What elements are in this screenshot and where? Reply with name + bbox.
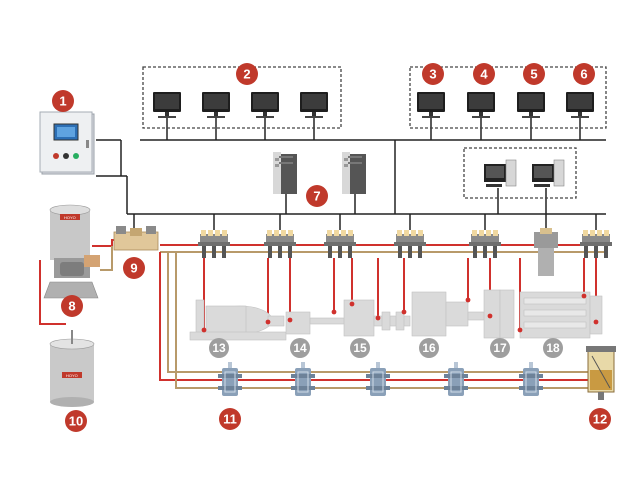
badge-15: 15	[350, 338, 370, 358]
badge-3: 3	[422, 63, 444, 85]
badge-16: 16	[419, 338, 439, 358]
monitor-icon	[467, 92, 495, 118]
monitor-group-right-box	[409, 66, 607, 129]
badge-9: 9	[123, 257, 145, 279]
badge-5: 5	[523, 63, 545, 85]
server-tower-icon	[273, 152, 297, 194]
monitor-icon	[566, 92, 594, 118]
badge-13: 13	[209, 338, 229, 358]
badge-10: 10	[65, 410, 87, 432]
svg-text:12: 12	[593, 412, 607, 427]
badge-6: 6	[573, 63, 595, 85]
monitor-icon	[202, 92, 230, 118]
svg-text:HOYO: HOYO	[64, 215, 76, 220]
svg-text:1: 1	[59, 94, 66, 109]
progressive-distributor-icon	[264, 230, 296, 258]
oil-tank-icon	[586, 346, 616, 400]
progressive-distributor-icon	[469, 230, 501, 258]
svg-text:6: 6	[580, 67, 587, 82]
badge-2: 2	[236, 63, 258, 85]
svg-text:13: 13	[212, 341, 226, 355]
workstation-group-box	[463, 147, 577, 199]
progressive-distributor-icon	[394, 230, 426, 258]
lube-points	[201, 293, 599, 333]
svg-text:7: 7	[313, 189, 320, 204]
svg-text:11: 11	[223, 412, 237, 427]
svg-text:5: 5	[530, 67, 537, 82]
svg-text:4: 4	[480, 67, 488, 82]
server-tower-icon	[342, 152, 366, 194]
pump-station-icon: HOYO	[43, 204, 100, 299]
svg-text:HOYO: HOYO	[66, 373, 78, 378]
badge-18: 18	[543, 338, 563, 358]
badge-4: 4	[473, 63, 495, 85]
svg-text:16: 16	[422, 341, 436, 355]
progressive-distributor-icon	[198, 230, 230, 258]
progressive-distributor-icon	[580, 230, 612, 258]
badge-11: 11	[219, 408, 241, 430]
monitor-icon	[517, 92, 545, 118]
badge-12: 12	[589, 408, 611, 430]
valve-manifold-icon	[534, 228, 558, 276]
svg-text:10: 10	[69, 414, 83, 429]
badge-14: 14	[290, 338, 310, 358]
svg-text:14: 14	[293, 341, 307, 355]
monitor-group-left-box	[142, 66, 342, 129]
desktop-workstation-icon	[531, 159, 565, 188]
badge-8: 8	[61, 295, 83, 317]
monitor-icon	[300, 92, 328, 118]
badge-17: 17	[490, 338, 510, 358]
lubricant-barrel-icon: HOYO	[49, 330, 95, 407]
network-lines	[96, 116, 606, 234]
desktop-workstation-icon	[483, 159, 517, 188]
monitor-icon	[153, 92, 181, 118]
machine-line	[189, 289, 603, 341]
svg-text:2: 2	[243, 67, 250, 82]
badge-1: 1	[52, 90, 74, 112]
svg-text:9: 9	[130, 261, 137, 276]
control-cabinet-icon	[39, 111, 95, 175]
distribution-block-icon	[113, 226, 159, 251]
progressive-distributor-icon	[324, 230, 356, 258]
svg-text:18: 18	[546, 341, 560, 355]
svg-text:17: 17	[493, 341, 507, 355]
monitor-icon	[417, 92, 445, 118]
monitor-icon	[251, 92, 279, 118]
svg-text:3: 3	[429, 67, 436, 82]
svg-text:8: 8	[68, 299, 75, 314]
svg-text:15: 15	[353, 341, 367, 355]
badge-7: 7	[306, 185, 328, 207]
